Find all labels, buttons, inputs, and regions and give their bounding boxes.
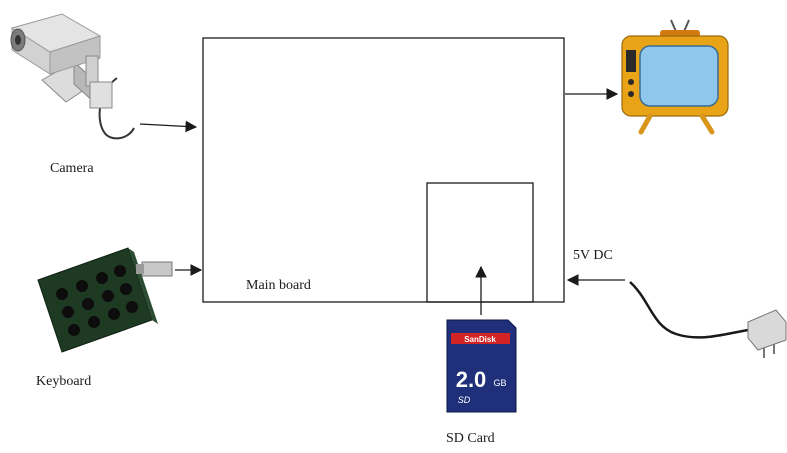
camera-label: Camera [50,161,94,176]
main-board-label: Main board [246,278,311,293]
sd-slot-box [426,182,534,303]
main-board-box [202,37,565,303]
sd-card-icon: SanDisk 2.0 GB SD [446,319,517,413]
power-adapter-icon [629,281,787,358]
keyboard-label: Keyboard [36,374,92,389]
sd-card-label: SD Card [446,431,495,446]
sd-card-capacity: 2.0 [456,367,487,392]
camera-arrow [139,120,198,133]
camera-icon [10,13,135,140]
sd-card-type: SD [458,395,471,405]
sd-card-brand: SanDisk [464,335,496,344]
keyboard-icon [37,247,173,353]
power-label: 5V DC [573,248,613,263]
tv-icon [621,19,729,135]
sd-card-unit: GB [493,378,506,388]
